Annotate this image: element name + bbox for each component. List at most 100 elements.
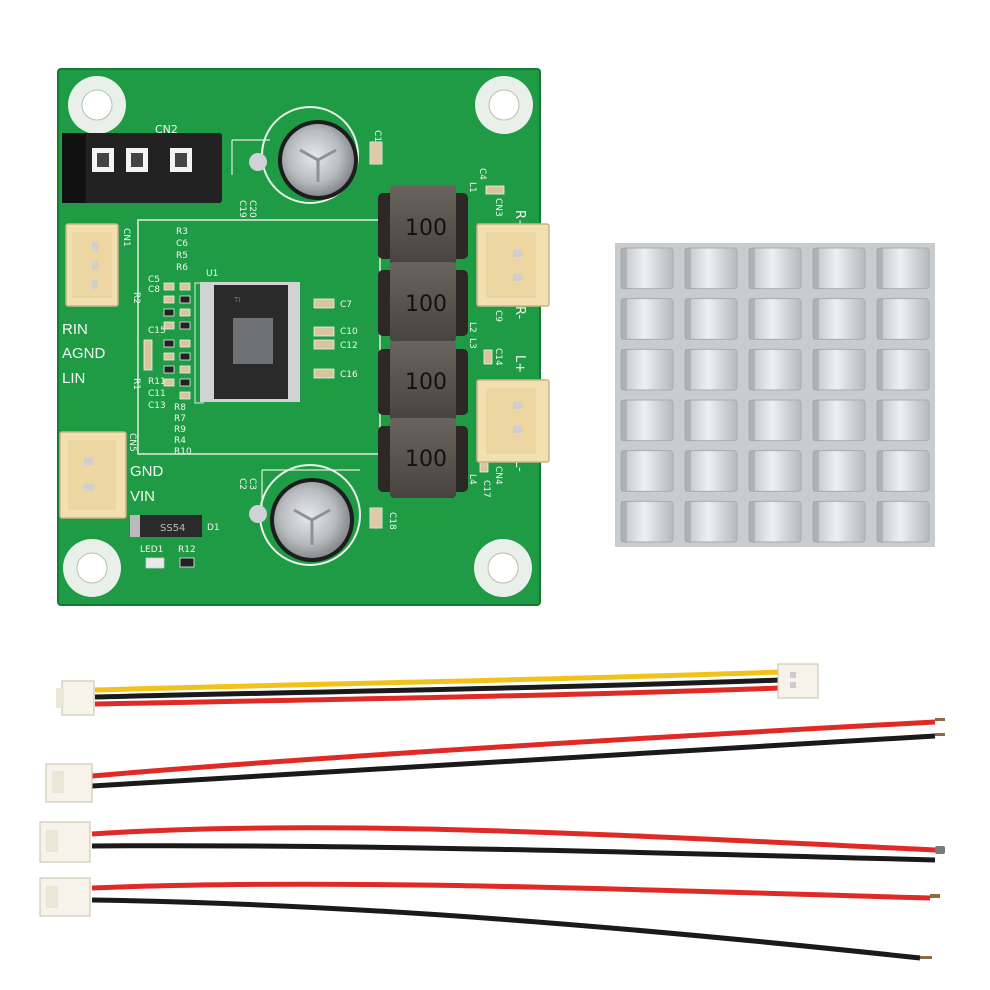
cable-3pin xyxy=(56,663,819,716)
svg-text:CN5: CN5 xyxy=(127,433,137,452)
heatsink-fin-shadow xyxy=(621,501,627,542)
heatsink-fin-shadow xyxy=(813,349,819,390)
svg-text:C5: C5 xyxy=(148,275,160,285)
svg-text:100: 100 xyxy=(405,370,447,395)
svg-text:C7: C7 xyxy=(340,300,352,310)
heatsink-fin xyxy=(748,500,802,543)
svg-text:C13: C13 xyxy=(148,401,166,411)
heatsink-fin xyxy=(620,500,674,543)
heatsink-fin-shadow xyxy=(685,248,691,289)
svg-text:C18: C18 xyxy=(387,512,397,530)
label-vin: VIN xyxy=(130,488,155,505)
label-l-plus: L+ xyxy=(512,355,527,373)
heatsink-fin-shadow xyxy=(621,450,627,492)
heatsink-fin xyxy=(620,247,674,290)
heatsink xyxy=(615,243,935,547)
label-rin: RIN xyxy=(62,321,88,338)
heatsink-fin-shadow xyxy=(877,450,883,492)
electrolytic-capacitor: C20 C19 xyxy=(237,106,359,218)
svg-text:C8: C8 xyxy=(148,285,160,295)
heatsink-fin xyxy=(812,450,866,492)
heatsink-fin-shadow xyxy=(685,450,691,492)
heatsink-fin xyxy=(684,298,738,340)
inductor-l4: 100 xyxy=(378,418,468,498)
svg-text:R6: R6 xyxy=(176,263,188,273)
label-lin: LIN xyxy=(62,370,85,387)
led xyxy=(145,557,165,569)
heatsink-fin-shadow xyxy=(877,501,883,542)
heatsink-fin-shadow xyxy=(749,248,755,289)
heatsink-fin-shadow xyxy=(685,501,691,542)
heatsink-fin xyxy=(620,348,674,391)
svg-text:C3: C3 xyxy=(247,478,257,490)
heatsink-fin-shadow xyxy=(813,400,819,441)
inductor-l2: 100 xyxy=(378,262,468,342)
heatsink-fin xyxy=(684,399,738,442)
svg-text:L4: L4 xyxy=(467,474,477,485)
svg-text:C1: C1 xyxy=(372,130,382,142)
heatsink-fin xyxy=(812,298,866,340)
svg-text:C4: C4 xyxy=(477,168,487,180)
connector-cn1: CN1 xyxy=(65,223,131,307)
heatsink-fin xyxy=(876,348,930,391)
heatsink-fin-shadow xyxy=(877,298,883,340)
svg-text:C12: C12 xyxy=(340,341,358,351)
svg-text:C11: C11 xyxy=(148,389,166,399)
heatsink-fin xyxy=(620,450,674,492)
svg-text:C20: C20 xyxy=(247,200,257,218)
svg-text:100: 100 xyxy=(405,447,447,472)
amplifier-board: CN2 C20 C19 C1 CN1 RIN AGND LIN xyxy=(57,68,550,606)
svg-text:R5: R5 xyxy=(176,251,188,261)
svg-text:CN1: CN1 xyxy=(121,228,131,247)
heatsink-fin-shadow xyxy=(621,400,627,441)
cable-2pin xyxy=(39,821,945,863)
svg-text:R2: R2 xyxy=(131,292,141,304)
svg-text:U1: U1 xyxy=(206,269,218,279)
svg-text:L2: L2 xyxy=(467,322,477,333)
svg-text:R4: R4 xyxy=(174,436,186,446)
svg-text:CN4: CN4 xyxy=(493,466,503,485)
label-gnd: GND xyxy=(130,463,164,480)
heatsink-fin-shadow xyxy=(813,298,819,340)
heatsink-fin xyxy=(876,247,930,290)
svg-text:C6: C6 xyxy=(176,239,188,249)
heatsink-fin xyxy=(812,399,866,442)
svg-text:D1: D1 xyxy=(207,523,220,533)
heatsink-fin-shadow xyxy=(621,349,627,390)
heatsink-base xyxy=(615,243,935,547)
svg-text:C10: C10 xyxy=(340,327,358,337)
svg-text:C15: C15 xyxy=(148,326,166,336)
heatsink-fin-shadow xyxy=(749,501,755,542)
diode-d1: SS54 D1 xyxy=(130,515,220,537)
svg-text:R8: R8 xyxy=(174,403,186,413)
svg-text:C19: C19 xyxy=(237,200,247,218)
heatsink-fin-shadow xyxy=(685,400,691,441)
heatsink-fin xyxy=(876,399,930,442)
plug-2pin xyxy=(39,821,91,863)
svg-text:C16: C16 xyxy=(340,370,358,380)
heatsink-fin xyxy=(684,348,738,391)
heatsink-fin xyxy=(684,500,738,543)
heatsink-fin xyxy=(620,399,674,442)
heatsink-fin-shadow xyxy=(749,450,755,492)
mounting-hole xyxy=(474,539,532,597)
heatsink-fin xyxy=(684,247,738,290)
heatsink-fin xyxy=(812,500,866,543)
plug-3pin-left xyxy=(56,680,95,716)
svg-text:R10: R10 xyxy=(174,447,192,457)
heatsink-fin xyxy=(748,348,802,391)
heatsink-fin xyxy=(876,298,930,340)
heatsink-fin xyxy=(748,399,802,442)
svg-text:TI: TI xyxy=(233,296,240,304)
label-agnd: AGND xyxy=(62,345,106,362)
heatsink-fin-shadow xyxy=(621,298,627,340)
amplifier-chip-u1: U1 TI xyxy=(200,269,300,402)
mounting-hole xyxy=(68,76,126,134)
heatsink-fin-shadow xyxy=(749,349,755,390)
cable-2pin xyxy=(45,718,945,803)
heatsink-fin-shadow xyxy=(877,349,883,390)
svg-text:SS54: SS54 xyxy=(160,523,185,534)
heatsink-fin-shadow xyxy=(685,298,691,340)
heatsink-fin xyxy=(748,298,802,340)
svg-text:R3: R3 xyxy=(176,227,188,237)
